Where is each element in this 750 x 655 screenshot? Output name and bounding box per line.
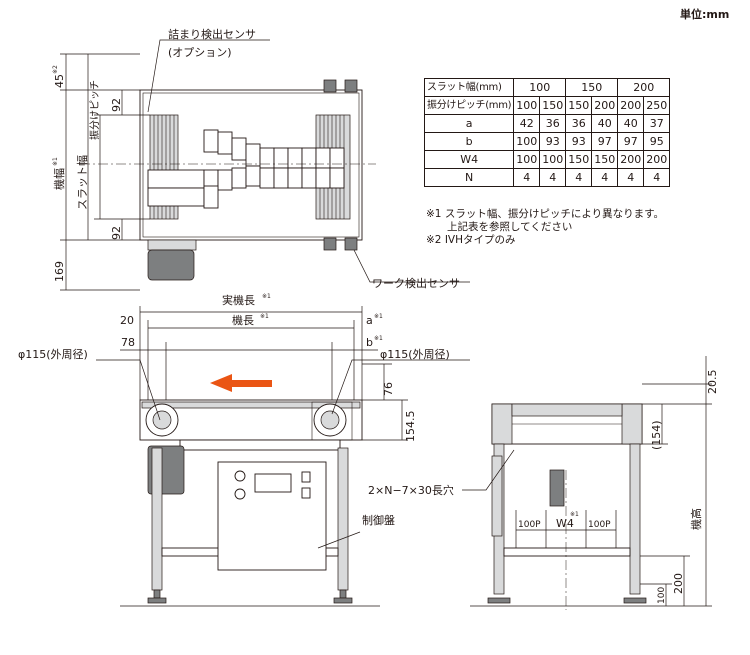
dim-154-5: 154.5 <box>404 411 417 443</box>
table-cell: 4 <box>591 168 619 187</box>
dim-100p-right: 100P <box>588 520 611 530</box>
table-cell: 100 <box>513 78 567 97</box>
table-cell: 42 <box>513 114 541 133</box>
label-work-sensor: ワーク検出センサ <box>372 276 460 290</box>
dim-machine-length-sup: ※1 <box>260 313 269 320</box>
dim-100p-left: 100P <box>518 520 541 530</box>
front-view <box>96 306 470 607</box>
table-row: W4 100 100 150 150 200 200 <box>423 150 671 169</box>
dim-w4-sup: ※1 <box>570 511 579 518</box>
dim-actual-length: 実機長 <box>222 293 255 307</box>
table-row: a 42 36 36 40 40 37 <box>423 114 671 133</box>
table-cell: 93 <box>539 132 567 151</box>
notes: ※1 スラット幅、振分けピッチにより異なります。 上記表を参照してください ※2… <box>426 208 664 247</box>
table-cell: 36 <box>539 114 567 133</box>
spec-table: スラット幅(mm) 100 150 200 振分けピッチ(mm) 100 150… <box>423 78 671 187</box>
dim-machine-width-sup: ※1 <box>52 157 59 166</box>
table-cell: 150 <box>591 150 619 169</box>
top-view <box>60 39 470 291</box>
table-cell: 4 <box>539 168 567 187</box>
table-cell: 40 <box>617 114 645 133</box>
table-cell: a <box>423 114 515 133</box>
flow-direction-arrow <box>210 374 272 392</box>
table-cell: 200 <box>617 150 645 169</box>
dim-a: a <box>366 314 373 327</box>
dim-slat-width: スラット幅 <box>76 155 89 210</box>
dim-actual-length-sup: ※1 <box>262 293 271 300</box>
table-cell: 97 <box>591 132 619 151</box>
dim-92-bottom: 92 <box>110 226 123 240</box>
table-cell: N <box>423 168 515 187</box>
table-row: b 100 93 93 97 97 95 <box>423 132 671 151</box>
label-phi-right: φ115(外周径) <box>380 348 450 361</box>
dim-78: 78 <box>121 336 135 349</box>
motor <box>147 249 195 281</box>
table-cell: 4 <box>513 168 541 187</box>
dim-45: 45 <box>53 74 66 88</box>
table-cell: W4 <box>423 150 515 169</box>
dim-20-5: 20.5 <box>706 370 719 395</box>
unit-label: 単位:mm <box>680 7 729 21</box>
dim-b: b <box>366 336 373 349</box>
table-cell: スラット幅(mm) <box>423 78 515 97</box>
table-cell: 100 <box>513 150 541 169</box>
label-jam-sensor-option: (オプション) <box>168 46 232 59</box>
table-cell: 250 <box>643 96 671 115</box>
table-cell: 150 <box>565 96 593 115</box>
dim-b-sup: ※1 <box>374 335 383 342</box>
dim-169: 169 <box>53 261 66 282</box>
table-cell: 150 <box>565 150 593 169</box>
dim-76: 76 <box>382 382 395 396</box>
table-row: 振分けピッチ(mm) 100 150 150 200 200 250 <box>423 96 671 115</box>
table-cell: 150 <box>565 78 619 97</box>
table-cell: 100 <box>513 132 541 151</box>
table-row: スラット幅(mm) 100 150 200 <box>423 78 671 97</box>
table-cell: 200 <box>617 78 671 97</box>
dim-92-top: 92 <box>110 98 123 112</box>
table-cell: 振分けピッチ(mm) <box>423 96 515 115</box>
dim-45-sup: ※2 <box>52 65 59 74</box>
dim-machine-length: 機長 <box>232 313 254 327</box>
table-cell: 36 <box>565 114 593 133</box>
label-slot-holes: 2×N−7×30長穴 <box>368 483 454 497</box>
table-cell: 4 <box>643 168 671 187</box>
label-phi-left: φ115(外周径) <box>18 348 88 361</box>
dim-20: 20 <box>120 314 134 327</box>
table-cell: 100 <box>539 150 567 169</box>
table-cell: 93 <box>565 132 593 151</box>
dim-a-sup: ※1 <box>374 313 383 320</box>
dim-sort-pitch: 振分けピッチ <box>88 80 101 140</box>
label-control-panel: 制御盤 <box>362 513 395 527</box>
note-3: ※2 IVHタイプのみ <box>426 234 516 246</box>
dim-200: 200 <box>672 573 685 594</box>
table-cell: 95 <box>643 132 671 151</box>
table-cell: 97 <box>617 132 645 151</box>
dim-100: 100 <box>657 587 667 604</box>
note-1: ※1 スラット幅、振分けピッチにより異なります。 <box>426 208 665 220</box>
table-cell: b <box>423 132 515 151</box>
table-cell: 40 <box>591 114 619 133</box>
table-cell: 100 <box>513 96 541 115</box>
dim-w4: W4 <box>556 517 574 530</box>
air-filter <box>549 469 565 507</box>
dim-154-paren: (154) <box>650 420 663 450</box>
dim-machine-width: 機幅 <box>52 168 66 190</box>
side-view <box>462 356 712 610</box>
dim-machine-height: 機高 <box>689 508 703 530</box>
table-cell: 200 <box>643 150 671 169</box>
table-cell: 200 <box>617 96 645 115</box>
table-row: N 4 4 4 4 4 4 <box>423 168 671 187</box>
table-cell: 150 <box>539 96 567 115</box>
table-cell: 37 <box>643 114 671 133</box>
table-cell: 4 <box>617 168 645 187</box>
table-cell: 200 <box>591 96 619 115</box>
slats <box>147 129 345 209</box>
note-2: 上記表を参照してください <box>447 221 573 233</box>
table-cell: 4 <box>565 168 593 187</box>
label-jam-sensor: 詰まり検出センサ <box>168 27 256 41</box>
